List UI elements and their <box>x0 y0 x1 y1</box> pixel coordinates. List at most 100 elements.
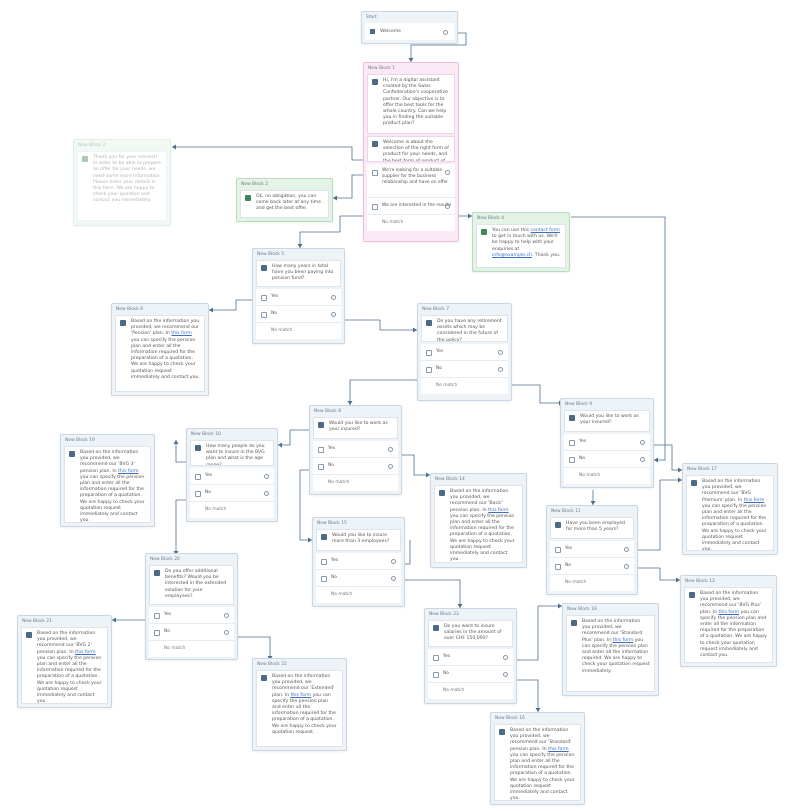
block-9[interactable]: New Block 9 Would you like to work as yo… <box>560 398 654 488</box>
message-card[interactable]: Based on the information you provided, w… <box>21 627 108 704</box>
block-22[interactable]: New Block 22 Based on the information yo… <box>252 658 347 751</box>
block-13[interactable]: New Block 13 Based on the information yo… <box>680 575 777 667</box>
message-card[interactable]: Thank you for your interest! In order to… <box>77 151 167 221</box>
no-match-option[interactable]: No match <box>550 575 634 591</box>
message-card[interactable]: Based on the information you provided, w… <box>64 446 151 523</box>
choice-option[interactable]: No <box>149 624 234 641</box>
form-link[interactable]: this form <box>612 637 634 643</box>
block-8[interactable]: New Block 8 Would you like to work as yo… <box>309 405 402 495</box>
no-match-option[interactable]: No match <box>256 323 341 339</box>
message-card[interactable]: Based on the information you provided, w… <box>684 587 773 663</box>
block-10[interactable]: New Block 10 How many people do you want… <box>186 428 278 522</box>
no-match-option[interactable]: No match <box>316 587 401 603</box>
message-card[interactable]: You can use this contact form to get in … <box>476 224 566 268</box>
no-match-option[interactable]: No match <box>564 468 650 484</box>
start-block[interactable]: Start Welcome <box>361 11 458 44</box>
no-match-option[interactable]: No match <box>190 502 274 518</box>
message-card[interactable]: Based on the information you provided, w… <box>256 670 343 747</box>
form-link[interactable]: this form <box>290 692 312 698</box>
question-card[interactable]: Would you like to work as your insured? <box>313 417 398 439</box>
connector-handle-icon[interactable] <box>264 491 269 496</box>
question-card[interactable]: Have you been employed for more than 5 y… <box>550 517 634 539</box>
block-16[interactable]: New Block 16 Based on the information yo… <box>490 712 585 805</box>
form-link[interactable]: this form <box>743 497 765 503</box>
form-link[interactable]: this form <box>171 331 192 337</box>
connector-handle-icon[interactable] <box>640 440 645 445</box>
question-card[interactable]: How many years in total have you been pa… <box>256 260 341 287</box>
question-card[interactable]: Would you like to work as your insured? <box>564 410 650 432</box>
block-14[interactable]: New Block 14 Based on the information yo… <box>430 473 527 568</box>
choice-option[interactable]: No <box>313 458 398 475</box>
no-match-option[interactable]: No match <box>149 641 234 657</box>
choice-option[interactable]: No <box>550 558 634 575</box>
message-card[interactable]: Based on the information you provided, w… <box>494 724 581 801</box>
connector-handle-icon[interactable] <box>224 630 229 635</box>
choice-option[interactable]: No <box>428 666 513 683</box>
message-card[interactable]: Ok, no obligation, you can come back lat… <box>240 190 329 218</box>
choice-option[interactable]: We are interested in the results <box>367 198 455 215</box>
connector-handle-icon[interactable] <box>445 170 450 175</box>
block-19[interactable]: New Block 19 Based on the information yo… <box>60 434 155 527</box>
block-7[interactable]: New Block 7 Do you have any retirement a… <box>417 303 512 401</box>
connector-handle-icon[interactable] <box>224 613 229 618</box>
connector-handle-icon[interactable] <box>503 655 508 660</box>
choice-option[interactable]: No <box>564 451 650 468</box>
no-match-option[interactable]: No match <box>421 378 508 394</box>
block-17[interactable]: New Block 17 Based on the information yo… <box>682 463 778 555</box>
block-5[interactable]: New Block 5 How many years in total have… <box>252 248 345 344</box>
question-card[interactable]: Would you like to insure more than 3 emp… <box>316 529 401 551</box>
question-card[interactable]: Do you offer additional benefits? Would … <box>149 565 234 605</box>
no-match-option[interactable]: No match <box>313 475 398 491</box>
connector-handle-icon[interactable] <box>498 350 503 355</box>
form-link[interactable]: this form <box>718 609 740 615</box>
form-link[interactable]: this form <box>118 468 139 474</box>
block-6[interactable]: New Block 6 Based on the information you… <box>111 303 209 396</box>
choice-option[interactable]: Yes <box>256 289 341 306</box>
choice-option[interactable]: Yes <box>564 434 650 451</box>
email-link[interactable]: info@example.ch <box>492 252 532 258</box>
message-card[interactable]: Hi, I'm a digital assistant created by t… <box>367 74 455 134</box>
contact-form-link[interactable]: contact form <box>530 228 560 233</box>
connector-handle-icon[interactable] <box>391 559 396 564</box>
connector-handle-icon[interactable] <box>264 474 269 479</box>
no-match-option[interactable]: No match <box>428 683 513 699</box>
connector-handle-icon[interactable] <box>388 447 393 452</box>
choice-option[interactable]: Yes <box>421 344 508 361</box>
connector-handle-icon[interactable] <box>498 367 503 372</box>
connector-handle-icon[interactable] <box>443 30 448 35</box>
question-card[interactable]: Welcome is about the selection of the ri… <box>367 136 455 162</box>
block-18[interactable]: New Block 18 Based on the information yo… <box>562 603 659 696</box>
message-card[interactable]: Based on the information you provided, w… <box>566 615 655 692</box>
connector-handle-icon[interactable] <box>640 457 645 462</box>
connector-handle-icon[interactable] <box>503 672 508 677</box>
choice-option[interactable]: Yes <box>313 441 398 458</box>
question-card[interactable]: Do you want to insure salaries in the am… <box>428 620 513 647</box>
block-23[interactable]: New Block 23 Do you want to insure salar… <box>424 608 517 704</box>
connector-handle-icon[interactable] <box>624 564 629 569</box>
choice-option[interactable]: No <box>316 570 401 587</box>
choice-option[interactable]: Yes <box>149 607 234 624</box>
choice-option[interactable]: No <box>256 306 341 323</box>
block-4[interactable]: New Block 4 You can use this contact for… <box>472 212 570 272</box>
connector-handle-icon[interactable] <box>331 312 336 317</box>
form-link[interactable]: this form <box>488 507 509 513</box>
block-15[interactable]: New Block 15 Would you like to insure mo… <box>312 517 405 607</box>
block-21[interactable]: New Block 21 Based on the information yo… <box>17 615 112 708</box>
trigger-welcome[interactable]: Welcome <box>365 23 454 40</box>
connector-handle-icon[interactable] <box>391 576 396 581</box>
choice-option[interactable]: Yes <box>190 468 274 485</box>
connector-handle-icon[interactable] <box>331 295 336 300</box>
no-match-option[interactable]: No match <box>367 215 455 231</box>
choice-option[interactable]: No <box>421 361 508 378</box>
choice-option[interactable]: No <box>190 485 274 502</box>
message-card[interactable]: Based on the information you provided, w… <box>434 485 523 563</box>
block-20[interactable]: New Block 20 Do you offer additional ben… <box>145 553 238 660</box>
form-link[interactable]: this form <box>548 746 569 752</box>
choice-option[interactable]: We're looking for a suitable supplier fo… <box>367 164 455 198</box>
question-card[interactable]: How many people do you want to insure in… <box>190 440 274 466</box>
block-3[interactable]: New Block 3 Thank you for your interest!… <box>73 139 171 226</box>
question-card[interactable]: Do you have any retirement assets which … <box>421 315 508 342</box>
block-2[interactable]: New Block 2 Ok, no obligation, you can c… <box>236 178 333 222</box>
choice-option[interactable]: Yes <box>316 553 401 570</box>
